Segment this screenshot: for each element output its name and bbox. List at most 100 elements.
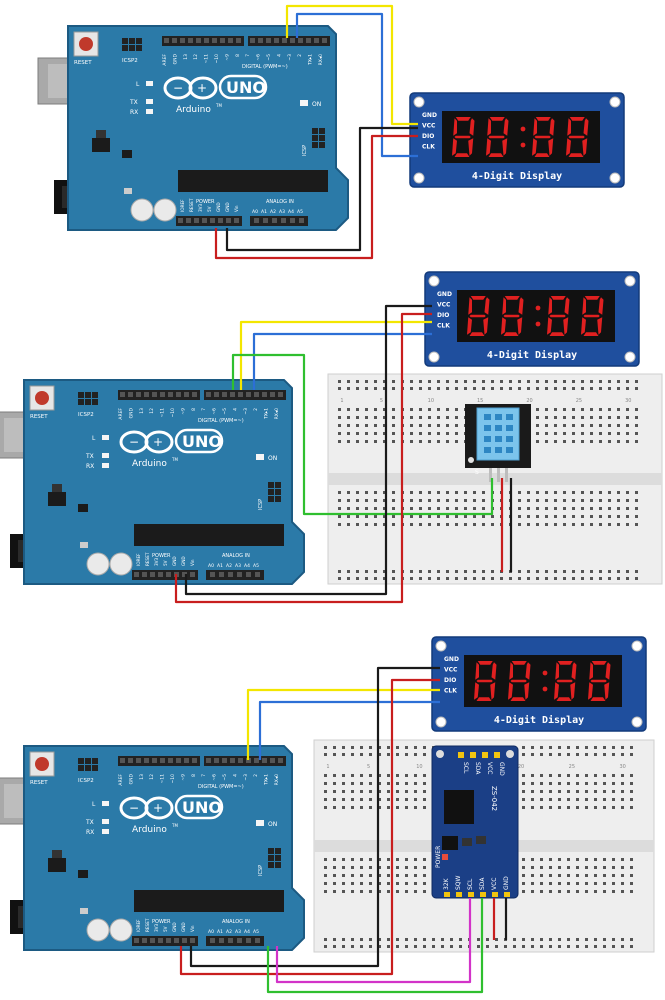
segment-c: [548, 138, 554, 156]
hole: [536, 515, 539, 518]
hole: [630, 790, 633, 793]
hole: [617, 408, 620, 411]
rail-hole: [572, 380, 575, 383]
tm-label: TM: [171, 823, 178, 828]
hole: [576, 806, 579, 809]
rail-hole: [324, 945, 327, 948]
hole: [594, 858, 597, 861]
header-hole: [188, 38, 193, 43]
hole: [585, 790, 588, 793]
segment-f: [582, 297, 586, 315]
header-hole: [186, 218, 191, 223]
hole: [554, 491, 557, 494]
rail-hole: [482, 387, 485, 390]
top-pin-label: ~9: [180, 774, 186, 781]
analog-pin-label: A1: [261, 209, 267, 215]
hole: [374, 416, 377, 419]
top-pin-label: ~3: [287, 54, 293, 61]
rtc-part: [462, 838, 472, 846]
icsp-pin: [312, 142, 318, 148]
hole: [626, 416, 629, 419]
rail-hole: [554, 577, 557, 580]
hole: [324, 782, 327, 785]
hole: [446, 440, 449, 443]
rail-hole: [482, 570, 485, 573]
analog-pin-label: A2: [270, 209, 276, 215]
hole: [630, 782, 633, 785]
hole: [608, 416, 611, 419]
header-hole: [234, 218, 239, 223]
hole: [333, 806, 336, 809]
smd-part: [124, 188, 132, 194]
hole: [392, 440, 395, 443]
rail-hole: [342, 753, 345, 756]
smd-part: [78, 504, 88, 512]
column-number: 25: [569, 764, 575, 770]
digit: [474, 661, 497, 701]
rail-hole: [603, 945, 606, 948]
rail-hole: [378, 753, 381, 756]
hole: [549, 890, 552, 893]
rail-hole: [338, 570, 341, 573]
hole: [599, 515, 602, 518]
hole: [545, 491, 548, 494]
segment-d: [556, 697, 572, 701]
rail-hole: [500, 577, 503, 580]
led-tx-label: TX: [85, 453, 94, 460]
hole: [351, 782, 354, 785]
header-hole: [210, 572, 215, 577]
hole: [594, 866, 597, 869]
hole: [540, 790, 543, 793]
rail-hole: [572, 387, 575, 390]
hole: [531, 790, 534, 793]
hole: [360, 798, 363, 801]
rail-hole: [617, 387, 620, 390]
column-number: 10: [428, 398, 434, 404]
hole: [558, 798, 561, 801]
top-pin-label: ~10: [214, 54, 220, 64]
rail-hole: [522, 746, 525, 749]
hole: [455, 499, 458, 502]
rail-hole: [360, 746, 363, 749]
hole: [558, 790, 561, 793]
analog-label: ANALOG IN: [266, 199, 294, 205]
icsp2-pin: [78, 765, 84, 771]
segment-b: [598, 297, 604, 315]
hole: [612, 774, 615, 777]
hole: [414, 774, 417, 777]
column-number: 15: [477, 398, 483, 404]
column-number: 5: [380, 398, 383, 404]
segment-e: [554, 682, 559, 700]
dht-grille: [484, 425, 491, 431]
hole: [414, 874, 417, 877]
hole: [347, 499, 350, 502]
hole: [572, 507, 575, 510]
rail-hole: [540, 746, 543, 749]
rail-hole: [410, 387, 413, 390]
mount-hole: [624, 275, 636, 287]
capacitor: [109, 918, 133, 942]
header-hole: [144, 758, 149, 763]
hole: [356, 440, 359, 443]
rail-hole: [338, 380, 341, 383]
hole: [378, 858, 381, 861]
rail-hole: [554, 380, 557, 383]
hole: [446, 416, 449, 419]
hole: [576, 866, 579, 869]
top-pin-label: 4: [276, 54, 282, 57]
header-digital-high: [162, 36, 244, 46]
rail-hole: [414, 938, 417, 941]
hole: [374, 491, 377, 494]
rail-hole: [567, 938, 570, 941]
rail-hole: [414, 753, 417, 756]
header-hole: [314, 38, 319, 43]
hole: [603, 790, 606, 793]
header-hole: [152, 758, 157, 763]
hole: [522, 866, 525, 869]
column-number: 20: [518, 764, 524, 770]
rail-hole: [333, 753, 336, 756]
logo-right-ring: [144, 796, 174, 820]
hole: [428, 416, 431, 419]
rail-hole: [437, 380, 440, 383]
